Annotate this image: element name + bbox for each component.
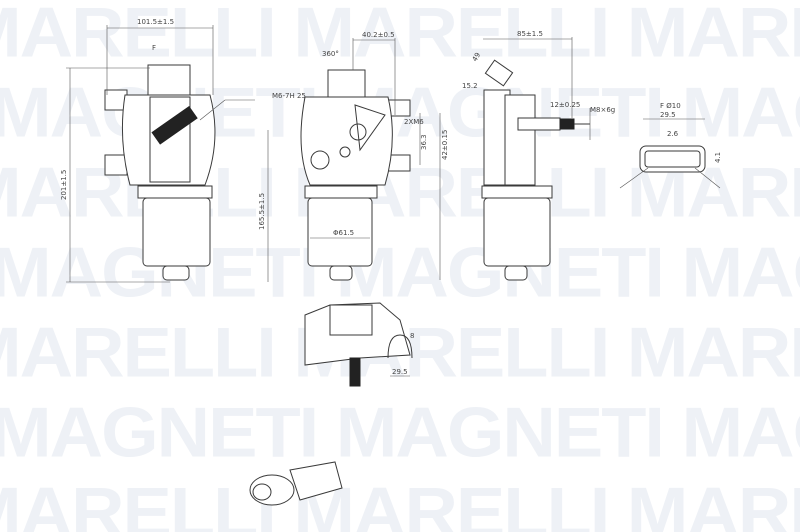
dim-width: 29.5 bbox=[660, 111, 676, 119]
isometric-view bbox=[249, 461, 343, 506]
dim-connector-angle: 15.2 bbox=[462, 82, 478, 90]
side-view: 85±1.5 49 15.2 12±0.25 M8×6g bbox=[462, 30, 615, 281]
front-view: 101.5±1.5 F 201±1.5 bbox=[60, 18, 255, 283]
rear-view: 40.2±0.5 360° M6-7H 25 2XM6 36.3 42±0.15… bbox=[258, 31, 449, 282]
dim-diameter: Φ61.5 bbox=[333, 229, 354, 237]
dim-connector: 49 bbox=[471, 51, 482, 63]
connector-label: F Ø10 bbox=[660, 102, 681, 110]
dim-height: 165.5±1.5 bbox=[258, 193, 266, 230]
dim-height: 201±1.5 bbox=[60, 170, 68, 200]
dim-height: 4.1 bbox=[714, 152, 722, 163]
dim-shaft-thread: M8×6g bbox=[590, 106, 615, 114]
dim-depth: 85±1.5 bbox=[517, 30, 543, 38]
section-mark: F bbox=[152, 44, 156, 52]
dim-shaft-length: 12±0.25 bbox=[550, 101, 580, 109]
dim-mount-offset: 42±0.15 bbox=[441, 130, 449, 160]
dim-thread: M6-7H 25 bbox=[272, 92, 306, 100]
dim-mount-thread: 2XM6 bbox=[404, 118, 424, 126]
dim-angle: 360° bbox=[322, 50, 339, 58]
dim-offset: 40.2±0.5 bbox=[362, 31, 395, 39]
bottom-view: 8 29.5 bbox=[304, 302, 414, 387]
dim-angle: 8 bbox=[410, 332, 414, 340]
dim-mount-spacing: 36.3 bbox=[420, 134, 428, 150]
connector-view: F Ø10 29.5 2.6 4.1 bbox=[619, 102, 722, 189]
dim-offset: 29.5 bbox=[392, 368, 408, 376]
dim-pin-pitch: 2.6 bbox=[667, 130, 679, 138]
dim-width: 101.5±1.5 bbox=[137, 18, 174, 26]
